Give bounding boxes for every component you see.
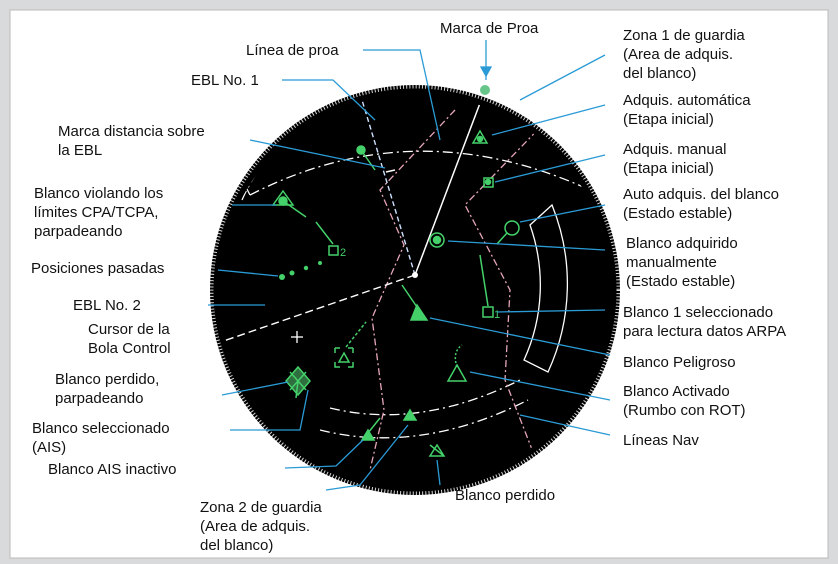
ebl-range-mark: [385, 169, 396, 173]
label-ais-inactivo: Blanco AIS inactivo: [48, 461, 176, 478]
label-zona1-1: Zona 1 de guardia: [623, 27, 745, 44]
callout-labels: Marca de Proa Línea de proa EBL No. 1 Ma…: [31, 20, 786, 554]
heading-marker: [480, 85, 490, 95]
label-lineas-nav: Líneas Nav: [623, 432, 699, 449]
targets: 2 1: [271, 129, 520, 457]
label-violando-3: parpadeando: [34, 223, 122, 240]
label-auto-estable-2: (Estado estable): [623, 205, 732, 222]
label-sel-arpa-2: para lectura datos ARPA: [623, 323, 786, 340]
label-perdido-parp-2: parpadeando: [55, 390, 143, 407]
label-marca-dist-2: la EBL: [58, 142, 102, 159]
label-perdido-parp-1: Blanco perdido,: [55, 371, 159, 388]
label-zona1-3: del blanco): [623, 65, 696, 82]
label-violando-1: Blanco violando los: [34, 185, 163, 202]
label-manual-estable-3: (Estado estable): [626, 273, 735, 290]
heading-line: [414, 94, 486, 276]
past-positions: [279, 261, 322, 280]
ebl-1-line: [361, 99, 416, 276]
manual-stable-target: [429, 232, 445, 248]
label-marca-proa: Marca de Proa: [440, 20, 539, 37]
nav-line-left: [369, 109, 456, 471]
guard-zone-1-arc-lower: [249, 150, 591, 196]
label-ais-sel-2: (AIS): [32, 439, 66, 456]
guard-zone-2-arc-lower: [319, 399, 529, 439]
label-cursor-2: Bola Control: [88, 340, 171, 357]
lost-target: [428, 443, 446, 457]
radar-scope: [206, 81, 624, 499]
label-auto-1: Adquis. automática: [623, 92, 751, 109]
label-ebl2: EBL No. 2: [73, 297, 141, 314]
zone-2-target: [402, 408, 418, 421]
label-manual-1: Adquis. manual: [623, 141, 726, 158]
label-zona2-3: del blanco): [200, 537, 273, 554]
nav-line-right: [464, 94, 611, 471]
ais-inactive-target: [360, 428, 376, 441]
auto-initial-target: [471, 129, 489, 144]
target-square-2: [328, 245, 339, 256]
label-auto-2: (Etapa inicial): [623, 111, 714, 128]
selected-target-1: [482, 306, 494, 318]
auto-stable-target: [504, 220, 520, 236]
label-manual-estable-2: manualmente: [626, 254, 717, 271]
own-ship: [412, 272, 418, 278]
ais-selected-target: [334, 347, 354, 368]
target-number-1: 1: [494, 309, 500, 321]
label-zona2-1: Zona 2 de guardia: [200, 499, 322, 516]
label-marca-dist-1: Marca distancia sobre: [58, 123, 205, 140]
label-auto-estable-1: Auto adquis. del blanco: [623, 186, 779, 203]
label-perdido: Blanco perdido: [455, 487, 555, 504]
dangerous-target: [409, 303, 429, 321]
manual-initial-target: [483, 177, 494, 188]
leader-lines: [208, 40, 611, 491]
label-cursor-1: Cursor de la: [88, 321, 170, 338]
label-zona1-2: (Area de adquis.: [623, 46, 733, 63]
target-number-2: 2: [340, 247, 346, 259]
label-zona2-2: (Area de adquis.: [200, 518, 310, 535]
label-manual-2: (Etapa inicial): [623, 160, 714, 177]
label-peligroso: Blanco Peligroso: [623, 354, 736, 371]
label-sel-arpa-1: Blanco 1 seleccionado: [623, 304, 773, 321]
label-ais-sel-1: Blanco seleccionado: [32, 420, 170, 437]
label-violando-2: límites CPA/TCPA,: [34, 204, 158, 221]
label-activado-2: (Rumbo con ROT): [623, 402, 746, 419]
auto-acquisition-zone: [523, 203, 569, 373]
guard-zone-2-arc: [329, 379, 521, 416]
label-linea-proa: Línea de proa: [246, 42, 339, 59]
label-ebl1: EBL No. 1: [191, 72, 259, 89]
label-activado-1: Blanco Activado: [623, 383, 730, 400]
activated-target: [446, 363, 468, 382]
trackball-cursor: [291, 331, 303, 343]
label-posiciones: Posiciones pasadas: [31, 260, 164, 277]
label-manual-estable-1: Blanco adquirido: [626, 235, 738, 252]
